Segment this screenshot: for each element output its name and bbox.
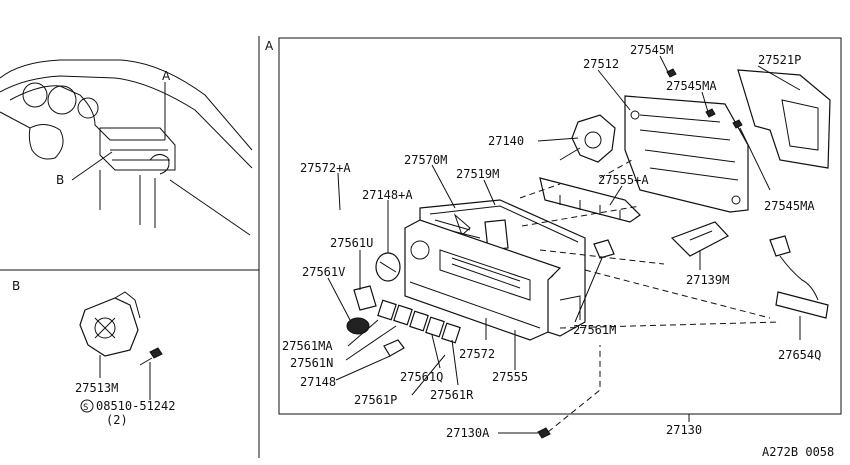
label-27555a: 27555+A: [598, 173, 649, 187]
guide-line-4: [559, 321, 781, 329]
leader-27148: [335, 355, 391, 381]
label-bolt-quantity: (2): [106, 413, 128, 427]
leader-27561n: [345, 325, 397, 361]
leader-27512: [597, 69, 631, 111]
guide-line-3: [539, 249, 665, 265]
label-27561v: 27561V: [302, 265, 345, 279]
guide-line-6: [547, 345, 601, 433]
screw-27545m: [666, 68, 677, 78]
label-27561r: 27561R: [430, 388, 474, 402]
leader-27140: [537, 137, 579, 142]
screw-27545ma-right: [732, 119, 743, 129]
leader-27555a: [609, 185, 623, 206]
switch-27513m-drawing: [79, 291, 141, 357]
label-27561n: 27561N: [290, 356, 333, 370]
diagram-code: A272B 0058: [762, 445, 834, 459]
leader-27545ma-top: [701, 91, 709, 113]
inset-callout-b: B: [56, 173, 64, 187]
guide-line-5: [584, 269, 771, 319]
label-27561p: 27561P: [354, 393, 397, 407]
label-27545ma-right: 27545MA: [764, 199, 815, 213]
label-27545m: 27545M: [630, 43, 673, 57]
switch-27140-drawing: [559, 114, 616, 163]
label-27561m: 27561M: [573, 323, 616, 337]
inset-callout-a: A: [162, 69, 171, 83]
section-a-frame: [278, 37, 842, 415]
board-27512-drawing: [624, 95, 749, 213]
leader-27521p: [757, 65, 801, 91]
leader-27561ma: [347, 319, 379, 347]
connector-27139m-drawing: [670, 221, 729, 257]
button-27148-drawing: [383, 339, 405, 357]
panel-27521p-drawing: [737, 69, 831, 169]
label-27572a: 27572+A: [300, 161, 351, 175]
leader-27561v: [327, 277, 351, 321]
section-a-label: A: [265, 39, 274, 53]
bezel-27519m-drawing: [404, 219, 562, 341]
push-buttons-drawing: [377, 299, 461, 344]
connector-27561m-drawing: [593, 239, 615, 259]
label-27521p: 27521P: [758, 53, 801, 67]
dashboard-inset: [0, 59, 253, 236]
label-27545ma-top: 27545MA: [666, 79, 717, 93]
leader-27519m: [483, 179, 496, 206]
leader-27561m: [574, 257, 603, 323]
harness-27555a-drawing: [539, 177, 641, 223]
leader-27545ma-right: [739, 127, 771, 191]
label-27561q: 27561Q: [400, 370, 443, 384]
button-27561v-drawing: [353, 285, 377, 311]
label-27561ma: 27561MA: [282, 339, 333, 353]
leader-27561r: [451, 339, 459, 386]
leader-27572a: [337, 172, 341, 211]
label-27519m: 27519M: [456, 167, 499, 181]
leader-27545m: [659, 55, 669, 73]
label-27130: 27130: [666, 423, 702, 437]
label-27654q: 27654Q: [778, 348, 821, 362]
section-b-label: B: [12, 279, 20, 293]
screw-27130a: [537, 427, 551, 439]
standard-part-prefix: S: [83, 403, 88, 413]
label-27512: 27512: [583, 57, 619, 71]
harness-27654q-drawing: [769, 235, 829, 319]
guide-line-7: [599, 159, 633, 179]
knob-27148a-drawing: [375, 252, 401, 282]
label-27139m: 27139M: [686, 273, 729, 287]
guide-line-1: [519, 183, 561, 199]
label-27148a: 27148+A: [362, 188, 413, 202]
label-27148: 27148: [300, 375, 336, 389]
bolt-08510-51242-drawing: [139, 347, 163, 366]
label-bolt-part-number: 08510-51242: [96, 399, 175, 413]
label-27130a: 27130A: [446, 426, 490, 440]
knob-27561ma-drawing: [346, 317, 370, 335]
leader-27570m: [431, 164, 456, 209]
label-27561u: 27561U: [330, 236, 373, 250]
label-27570m: 27570M: [404, 153, 447, 167]
label-27572: 27572: [459, 347, 495, 361]
label-27513m: 27513M: [75, 381, 118, 395]
leader-27561p: [411, 354, 446, 396]
label-27140: 27140: [488, 134, 524, 148]
label-27555: 27555: [492, 370, 528, 384]
standard-part-symbol: [80, 399, 94, 413]
screw-27545ma-top: [705, 108, 716, 118]
